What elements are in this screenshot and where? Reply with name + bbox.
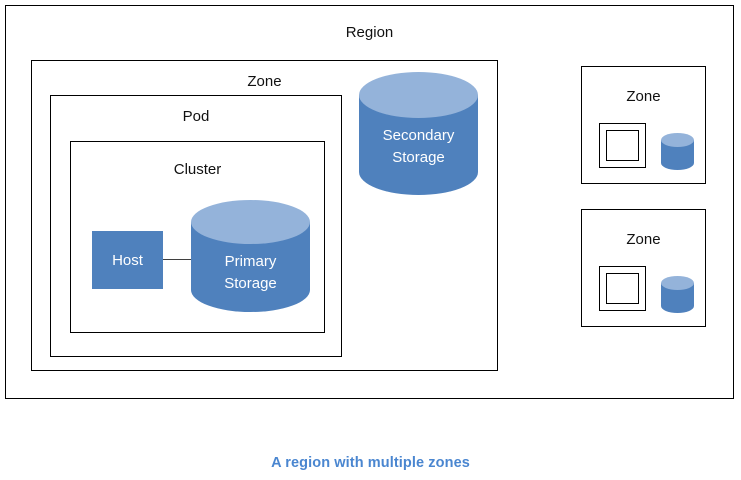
side-zone-1-host-glyph bbox=[606, 130, 639, 161]
side-zone-1-label: Zone bbox=[626, 88, 661, 105]
host-node[interactable]: Host bbox=[92, 231, 163, 289]
cluster-label: Cluster bbox=[173, 161, 222, 178]
cylinder-shape-icon bbox=[661, 133, 694, 170]
region-box: Region bbox=[5, 5, 734, 399]
cluster-box: Cluster bbox=[70, 141, 325, 333]
main-zone-box: Zone bbox=[31, 60, 498, 371]
pod-label: Pod bbox=[182, 108, 210, 125]
primary-storage-cylinder[interactable]: Primary Storage bbox=[191, 200, 310, 312]
side-zone-1-box[interactable]: Zone bbox=[581, 66, 706, 184]
pod-box: Pod bbox=[50, 95, 342, 357]
side-zone-2-host-glyph bbox=[606, 273, 639, 304]
cylinder-shape-icon bbox=[661, 276, 694, 313]
host-storage-connector bbox=[163, 259, 198, 261]
side-zone-2-box[interactable]: Zone bbox=[581, 209, 706, 327]
secondary-storage-cylinder[interactable]: Secondary Storage bbox=[359, 72, 478, 195]
cylinder-shape-icon bbox=[359, 72, 478, 195]
side-zone-2-label: Zone bbox=[626, 231, 661, 248]
side-zone-2-storage-cylinder bbox=[661, 276, 694, 313]
region-label: Region bbox=[345, 24, 394, 41]
main-zone-label: Zone bbox=[247, 73, 282, 90]
side-zone-1-storage-cylinder bbox=[661, 133, 694, 170]
cylinder-shape-icon bbox=[191, 200, 310, 312]
side-zone-2-cluster-glyph bbox=[599, 266, 646, 311]
diagram-caption: A region with multiple zones bbox=[271, 455, 470, 471]
side-zone-1-cluster-glyph bbox=[599, 123, 646, 168]
